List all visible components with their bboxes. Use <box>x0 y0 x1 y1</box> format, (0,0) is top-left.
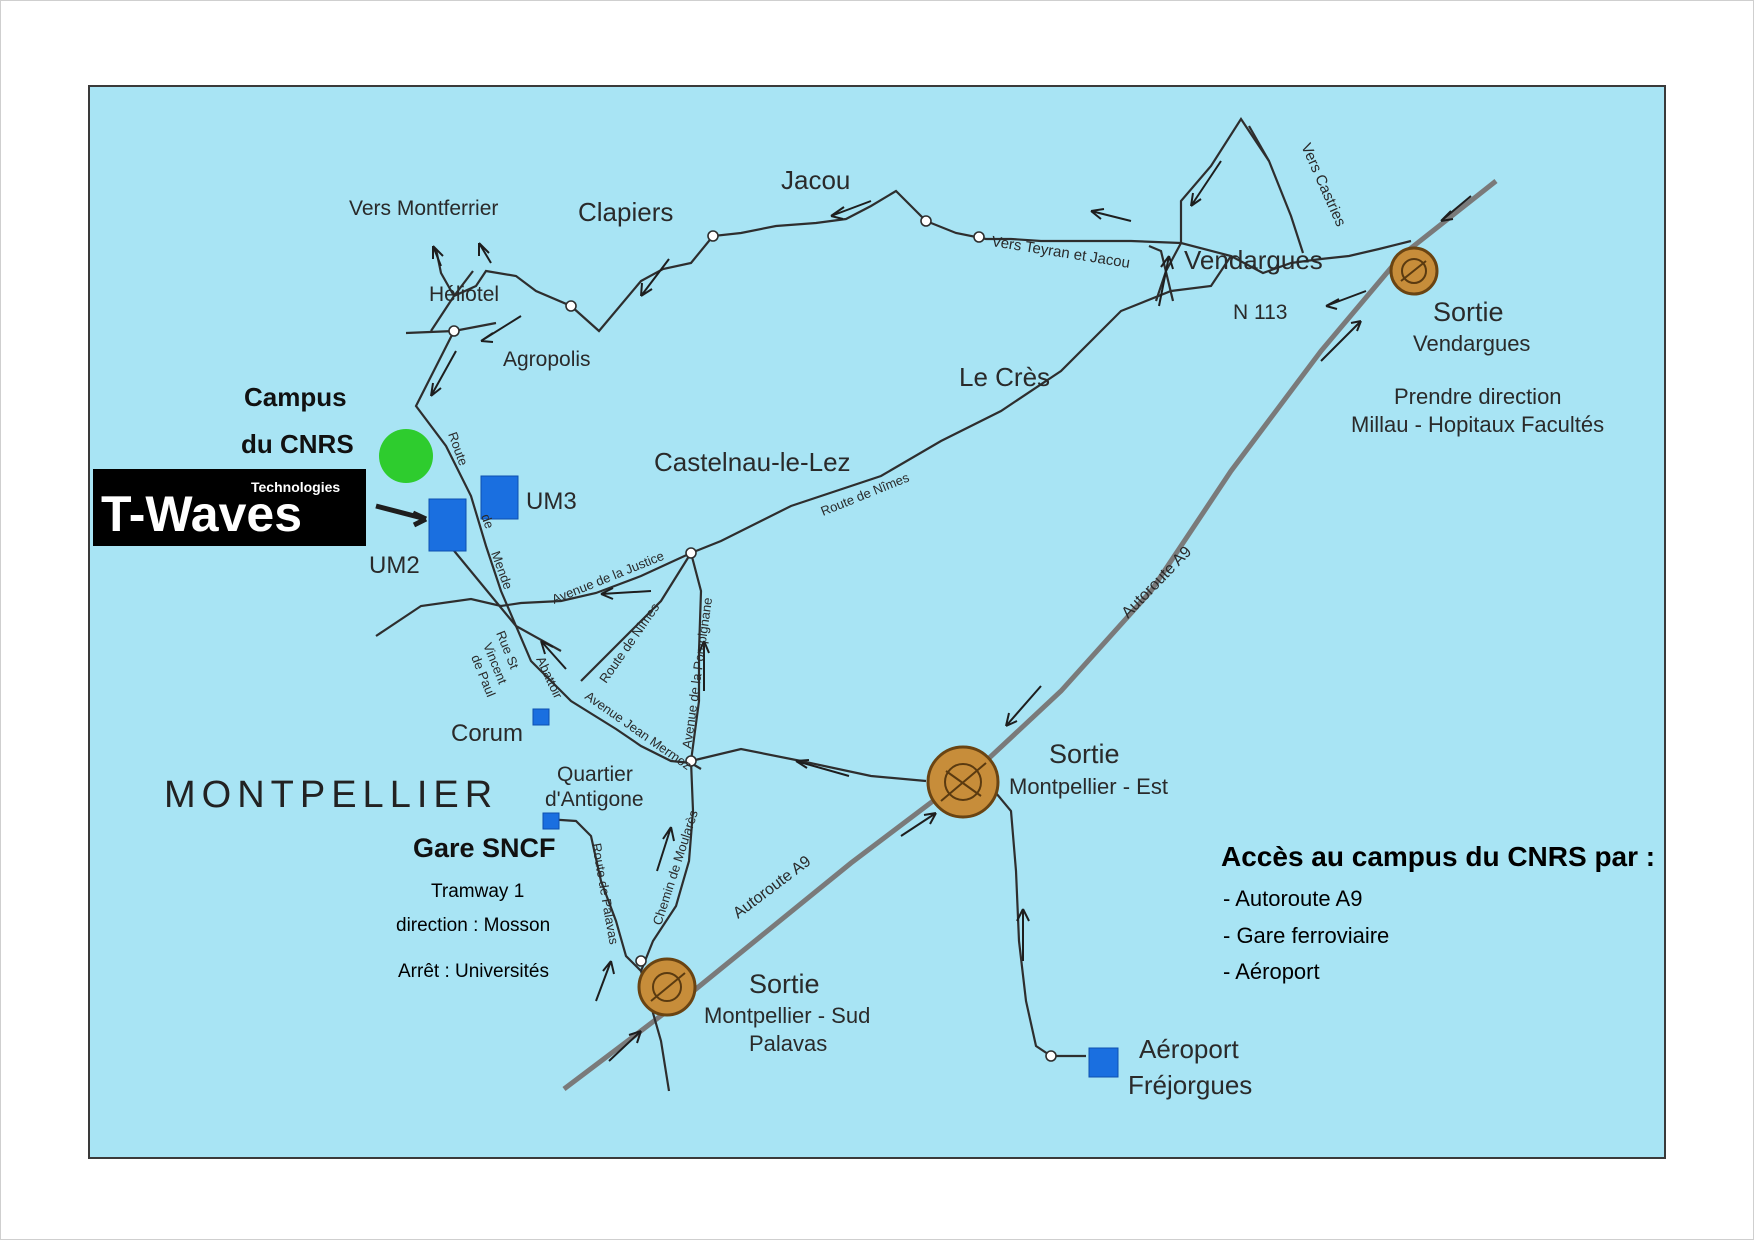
access-info: Accès au campus du CNRS par : - Autorout… <box>1221 841 1655 984</box>
access-item-1: - Autoroute A9 <box>1223 886 1362 911</box>
label-antigone-line2: d'Antigone <box>545 788 644 811</box>
label-montpellier: MONTPELLIER <box>164 774 498 816</box>
exit-vendargues-sub: Vendargues <box>1413 331 1530 356</box>
gare-line2: direction : Mosson <box>396 915 550 936</box>
label-n113: N 113 <box>1233 301 1287 324</box>
exit-prendre-line1: Prendre direction <box>1394 384 1562 409</box>
aeroport-marker <box>1088 1047 1119 1078</box>
label-le-cres: Le Crès <box>959 362 1050 392</box>
exit-vendargues-title: Sortie <box>1433 297 1504 327</box>
access-item-2: - Gare ferroviaire <box>1223 923 1389 948</box>
road-label-mende-2: de <box>478 512 497 531</box>
logo-brand: T-Waves <box>101 486 302 542</box>
access-title: Accès au campus du CNRS par : <box>1221 841 1655 872</box>
direction-arrows <box>375 160 1472 1062</box>
gare-marker <box>542 812 560 830</box>
gare-line1: Tramway 1 <box>431 881 524 902</box>
um2-marker <box>428 498 467 552</box>
gare-line3: Arrêt : Universités <box>398 961 549 982</box>
exit-roundabout-vendargues <box>1389 246 1439 296</box>
junction-nodes <box>448 215 1057 1062</box>
label-aeroport-line2: Fréjorgues <box>1128 1070 1252 1100</box>
exit-est-title: Sortie <box>1049 739 1120 769</box>
campus-cnrs-marker <box>379 429 433 483</box>
access-item-3: - Aéroport <box>1223 959 1320 984</box>
label-corum: Corum <box>451 720 523 747</box>
label-um3: UM3 <box>526 488 577 515</box>
label-vers-montferrier: Vers Montferrier <box>349 197 498 220</box>
label-clapiers: Clapiers <box>578 197 673 227</box>
label-antigone-line1: Quartier <box>557 763 633 786</box>
logo-tagline: Technologies <box>251 479 340 495</box>
exit-labels: Sortie Vendargues Prendre direction Mill… <box>704 297 1604 1056</box>
exit-sud-sub2: Palavas <box>749 1031 827 1056</box>
label-um2: UM2 <box>369 552 420 579</box>
label-jacou: Jacou <box>781 165 850 195</box>
label-heliotel: Héliotel <box>429 283 499 306</box>
label-campus-line2: du CNRS <box>241 429 354 459</box>
exit-sud-sub1: Montpellier - Sud <box>704 1003 870 1028</box>
exit-prendre-line2: Millau - Hopitaux Facultés <box>1351 412 1604 437</box>
map-background <box>88 85 1666 1159</box>
label-aeroport-line1: Aéroport <box>1139 1034 1239 1064</box>
label-campus-line1: Campus <box>244 382 347 412</box>
label-castelnau: Castelnau-le-Lez <box>654 447 851 477</box>
exit-sud-title: Sortie <box>749 969 820 999</box>
exit-roundabout-montpellier-sud <box>637 957 697 1017</box>
label-vendargues: Vendargues <box>1184 245 1323 275</box>
gare-title: Gare SNCF <box>413 833 556 863</box>
t-waves-logo: Technologies T-Waves <box>93 469 366 546</box>
label-agropolis: Agropolis <box>503 348 591 371</box>
autoroute-a9 <box>562 179 1498 1091</box>
exit-roundabout-montpellier-est <box>926 745 1000 819</box>
corum-marker <box>532 708 550 726</box>
exit-est-sub: Montpellier - Est <box>1009 774 1168 799</box>
um3-marker <box>480 475 519 520</box>
gare-sncf-info: Gare SNCF Tramway 1 direction : Mosson A… <box>396 833 556 982</box>
